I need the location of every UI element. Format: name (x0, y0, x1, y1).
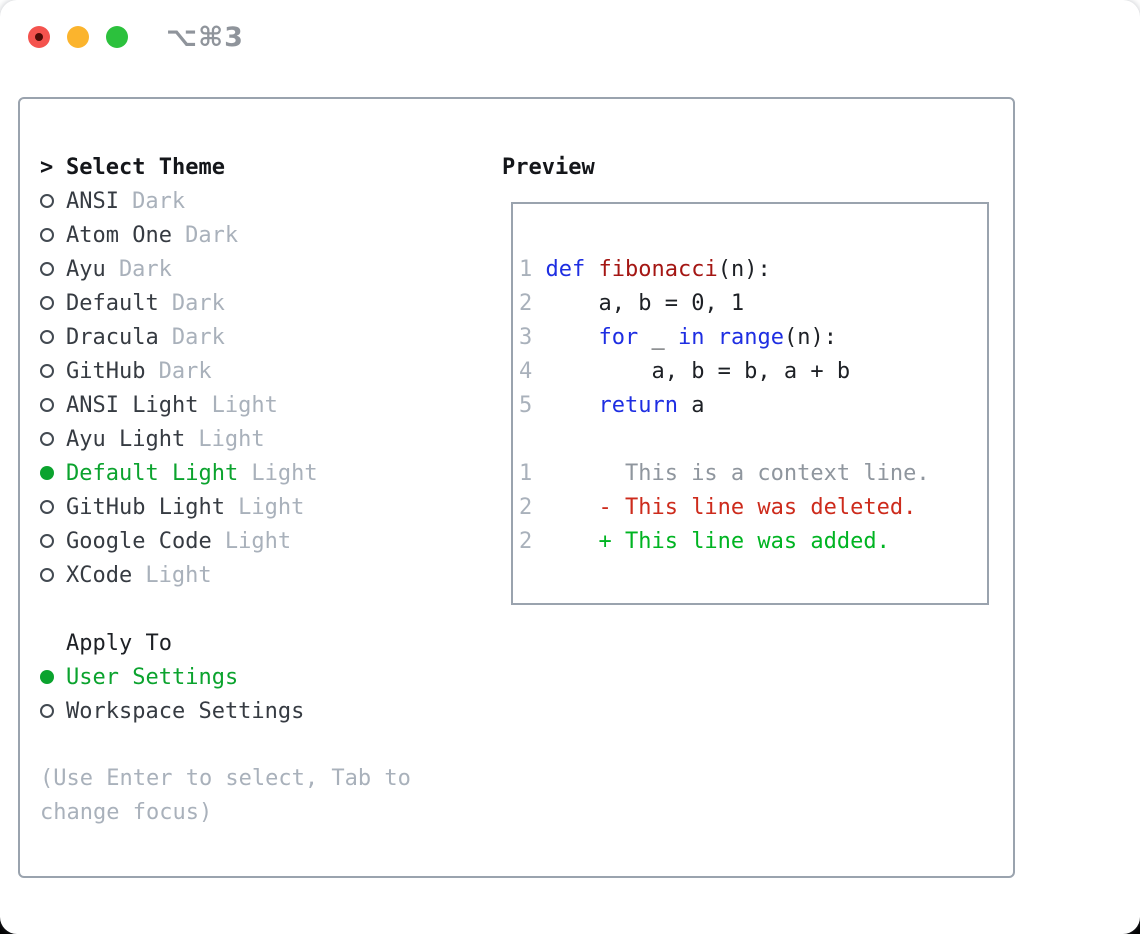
spacer-row (40, 592, 411, 626)
code-line: 4 a, b = b, a + b (519, 358, 851, 384)
theme-option-github[interactable]: GitHub Dark (40, 354, 411, 388)
option-variant: Light (224, 528, 292, 554)
apply-option-user-settings[interactable]: User Settings (40, 660, 411, 694)
theme-option-xcode[interactable]: XCode Light (40, 558, 411, 592)
theme-option-atom-one[interactable]: Atom One Dark (40, 218, 411, 252)
theme-option-ansi-light[interactable]: ANSI Light Light (40, 388, 411, 422)
code-line: 3 for _ in range(n): (519, 324, 837, 350)
minimize-button[interactable] (67, 26, 89, 48)
radio-selected-icon (40, 670, 66, 684)
apply-option-workspace-settings[interactable]: Workspace Settings (40, 694, 411, 728)
code-line: 1 This is a context line. (519, 460, 930, 486)
option-variant: Dark (132, 188, 186, 214)
option-label: Google Code (66, 528, 212, 554)
option-label: Ayu Light (66, 426, 186, 452)
option-label: Default Light (66, 460, 239, 486)
close-button[interactable] (28, 26, 50, 48)
code-line: 1 def fibonacci(n): (519, 256, 771, 282)
radio-icon (40, 262, 66, 276)
option-label: User Settings (66, 664, 239, 690)
option-label: Atom One (66, 222, 172, 248)
preview-code: 1 def fibonacci(n): 2 a, b = 0, 1 3 for _ … (519, 252, 987, 558)
radio-icon (40, 432, 66, 446)
line-number: 2 (519, 494, 533, 520)
theme-option-github-light[interactable]: GitHub Light Light (40, 490, 411, 524)
radio-icon (40, 364, 66, 378)
option-variant: Light (238, 494, 305, 520)
window-title: ⌥⌘3 (166, 22, 244, 53)
code-line: 2 a, b = 0, 1 (519, 290, 745, 316)
line-number: 1 (519, 256, 533, 282)
radio-icon (40, 500, 66, 514)
option-label: Dracula (66, 324, 159, 350)
select-theme-header: > Select Theme (40, 150, 411, 184)
radio-icon (40, 704, 66, 718)
select-theme-title: Select Theme (66, 154, 225, 180)
line-number: 2 (519, 528, 533, 554)
theme-option-ayu[interactable]: Ayu Dark (40, 252, 411, 286)
option-label: ANSI (66, 188, 119, 214)
option-label: Ayu (66, 256, 106, 282)
option-label: Workspace Settings (66, 698, 305, 724)
option-variant: Dark (171, 324, 225, 350)
apply-to-header: Apply To (40, 626, 411, 660)
option-label: ANSI Light (66, 392, 199, 418)
theme-option-ayu-light[interactable]: Ayu Light Light (40, 422, 411, 456)
line-number: 2 (519, 290, 533, 316)
line-number: 1 (519, 460, 533, 486)
radio-icon (40, 296, 66, 310)
option-label: Default (66, 290, 159, 316)
unsaved-dot-icon (35, 33, 43, 41)
theme-option-dracula[interactable]: Dracula Dark (40, 320, 411, 354)
help-text-line-2: change focus) (40, 800, 213, 825)
theme-option-ansi[interactable]: ANSI Dark (40, 184, 411, 218)
preview-title: Preview (502, 154, 595, 180)
radio-icon (40, 228, 66, 242)
option-variant: Dark (171, 290, 225, 316)
apply-to-title: Apply To (66, 630, 172, 656)
code-line: 5 return a (519, 392, 705, 418)
line-number: 5 (519, 392, 533, 418)
radio-selected-icon (40, 466, 66, 480)
option-variant: Dark (185, 222, 239, 248)
option-variant: Light (145, 562, 212, 588)
spacer-row (40, 728, 411, 762)
radio-icon (40, 194, 66, 208)
option-label: GitHub (66, 358, 146, 384)
option-variant: Light (211, 392, 278, 418)
option-label: GitHub Light (66, 494, 225, 520)
zoom-button[interactable] (106, 26, 128, 48)
line-number: 3 (519, 324, 533, 350)
option-variant: Light (198, 426, 265, 452)
option-label: XCode (66, 562, 133, 588)
theme-option-default-light[interactable]: Default Light Light (40, 456, 411, 490)
option-variant: Light (251, 460, 318, 486)
blank-line (519, 422, 987, 456)
theme-option-google-code[interactable]: Google Code Light (40, 524, 411, 558)
preview-pane: 1 def fibonacci(n): 2 a, b = 0, 1 3 for _ … (511, 202, 989, 605)
option-variant: Dark (158, 358, 212, 384)
theme-option-default[interactable]: Default Dark (40, 286, 411, 320)
focus-caret-icon: > (40, 154, 54, 180)
option-variant: Dark (118, 256, 172, 282)
traffic-lights (28, 26, 128, 48)
line-number: 4 (519, 358, 533, 384)
radio-icon (40, 568, 66, 582)
radio-icon (40, 330, 66, 344)
help-text-line-1: (Use Enter to select, Tab to (40, 766, 411, 791)
radio-icon (40, 398, 66, 412)
code-line: 2 - This line was deleted. (519, 494, 917, 520)
radio-icon (40, 534, 66, 548)
titlebar: ⌥⌘3 (0, 0, 1140, 75)
code-line: 2 + This line was added. (519, 528, 890, 554)
